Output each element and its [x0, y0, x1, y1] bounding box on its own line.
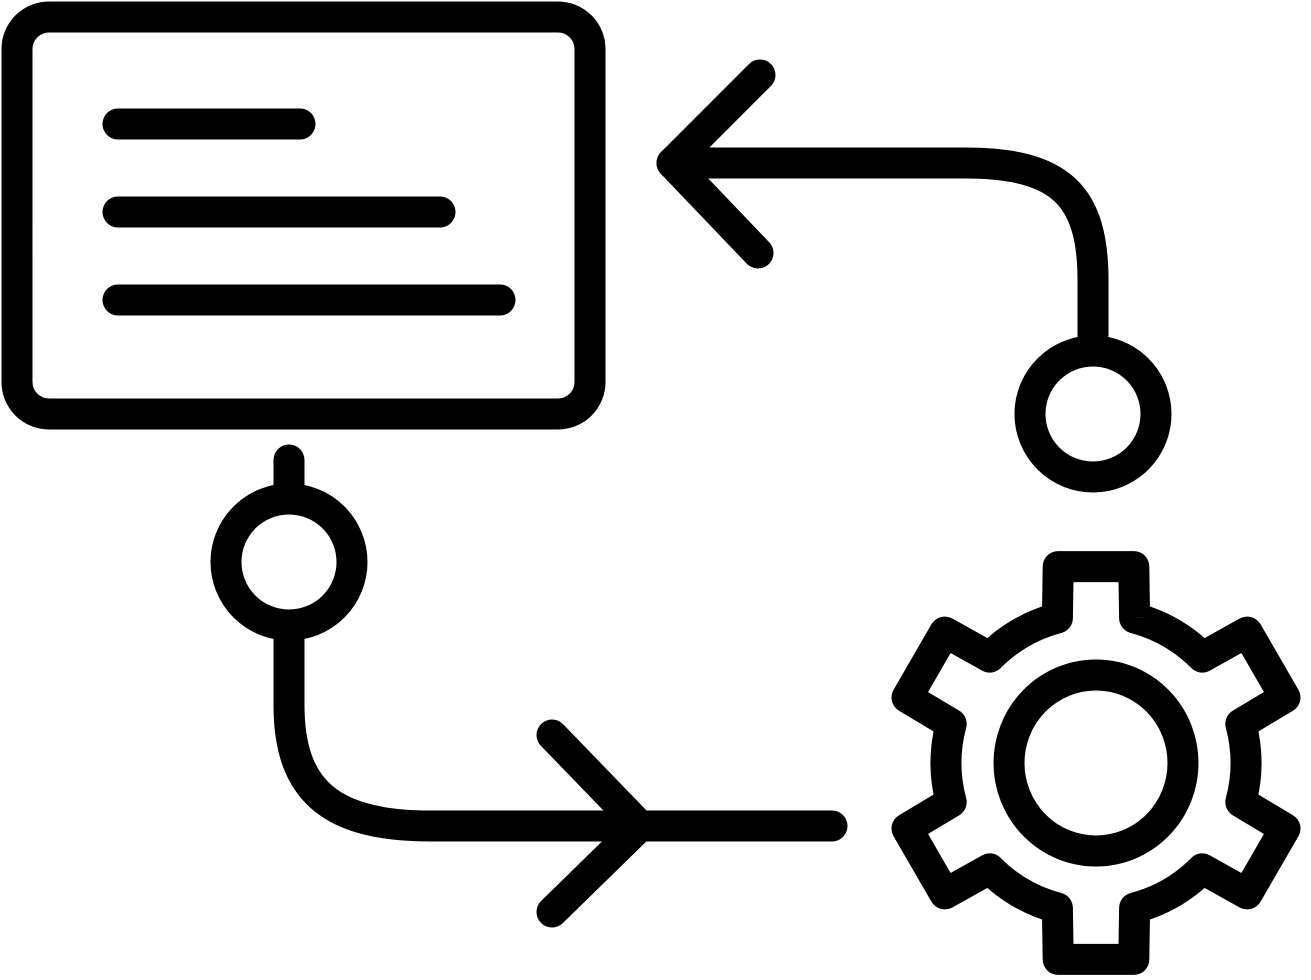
- forward-arrow: [210, 444, 848, 928]
- document-card-frame: [1, 1, 606, 430]
- return-arrow-start-node: [1014, 335, 1172, 493]
- forward-arrow-shaft: [273, 624, 848, 842]
- gear-hub: [993, 659, 1199, 867]
- document-card: [1, 1, 606, 430]
- forward-arrowhead: [536, 719, 656, 928]
- return-arrowhead: [656, 59, 776, 269]
- return-arrow: [656, 59, 1172, 493]
- forward-arrow-start-node: [210, 483, 368, 641]
- return-arrow-shaft: [656, 147, 1109, 351]
- gear-icon: [891, 551, 1301, 975]
- gear-outline: [891, 551, 1301, 975]
